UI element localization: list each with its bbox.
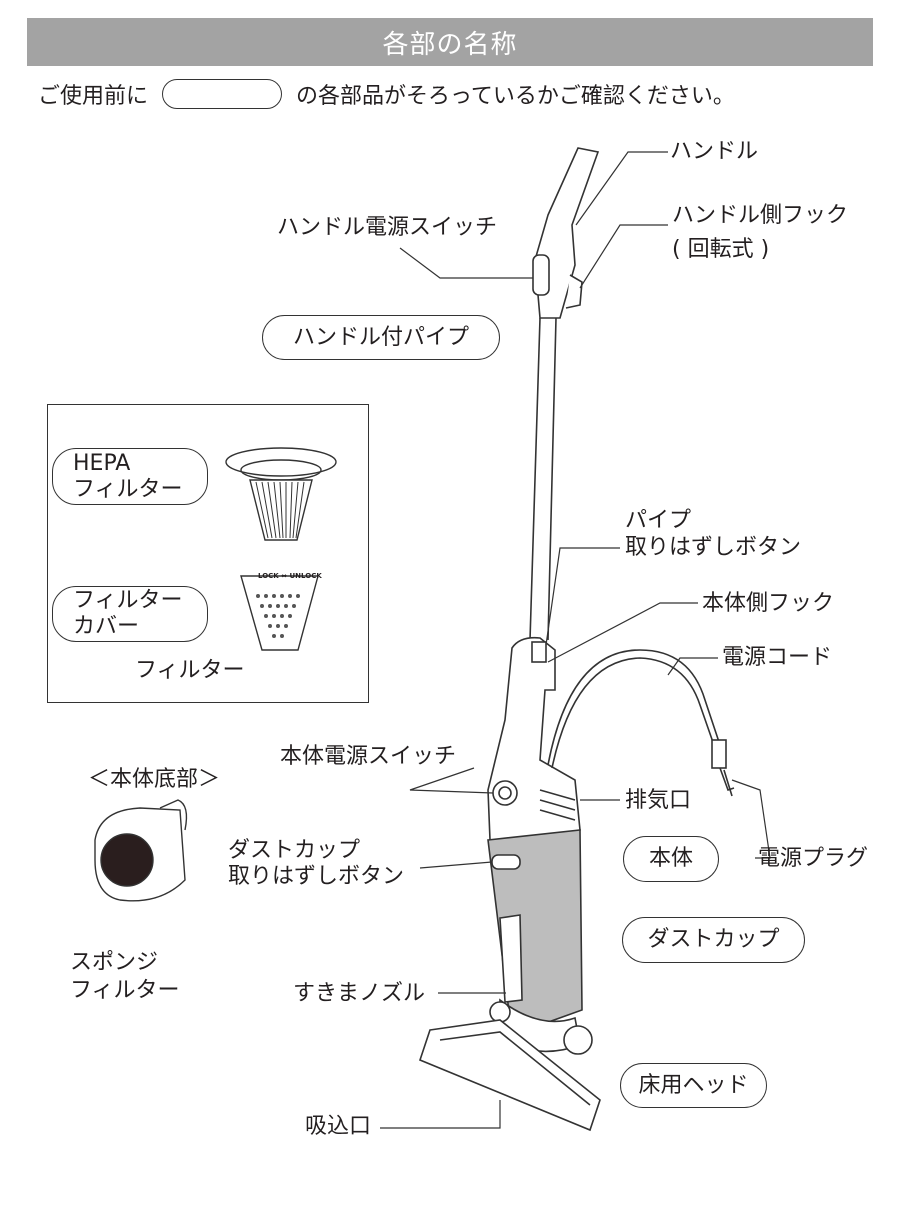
label-exhaust: 排気口 <box>625 788 692 813</box>
label-dustcup: ダストカップ <box>622 917 805 963</box>
pipe-drawing <box>529 317 557 641</box>
cover-lock-text: LOCK ⇔ UNLOCK <box>258 572 322 580</box>
label-body-power-switch: 本体電源スイッチ <box>280 744 457 769</box>
label-handle: ハンドル <box>670 139 759 164</box>
label-body-hook: 本体側フック <box>702 591 835 616</box>
pill-text: フィルター <box>73 588 183 613</box>
label-body-bottom-title: ＜本体底部＞ <box>88 767 221 792</box>
crevice-nozzle-drawing <box>499 914 523 1003</box>
label-pipe-release-1: パイプ <box>625 508 692 533</box>
label-handle-power-switch: ハンドル電源スイッチ <box>277 215 498 240</box>
intro-before: ご使用前に <box>38 84 149 109</box>
label-pipe-with-handle: ハンドル付パイプ <box>262 315 500 360</box>
pill-text: ダストカップ <box>647 927 780 952</box>
intro-text: ご使用前に の各部品がそろっているかご確認ください。 <box>38 78 735 110</box>
pill-text: 床用ヘッド <box>638 1072 749 1098</box>
pill-text: ハンドル付パイプ <box>292 324 469 350</box>
cord-drawing <box>547 649 721 766</box>
label-dustcup-release-1: ダストカップ <box>228 838 361 863</box>
label-power-cord: 電源コード <box>722 645 833 670</box>
label-sponge-2: フィルター <box>70 978 180 1003</box>
filter-box <box>47 404 369 703</box>
blank-pill-marker <box>162 79 283 109</box>
pill-text: HEPA <box>73 450 131 476</box>
label-handle-hook-note: ( 回転式 ) <box>672 237 770 262</box>
pill-text: 本体 <box>648 846 693 871</box>
label-pipe-release-2: 取りはずしボタン <box>625 535 802 560</box>
hepa-filter-drawing <box>225 447 337 477</box>
label-handle-hook: ハンドル側フック <box>672 203 849 228</box>
label-floor-head: 床用ヘッド <box>620 1063 767 1108</box>
sponge-filter-drawing <box>100 833 154 887</box>
label-body: 本体 <box>623 836 719 882</box>
pill-text: カバー <box>73 614 140 639</box>
label-sponge-1: スポンジ <box>70 950 159 975</box>
label-filter-caption: フィルター <box>135 658 245 683</box>
label-filter-cover: フィルターカバー <box>52 586 208 642</box>
filter-cover-drawing <box>240 575 319 651</box>
label-crevice-nozzle: すきまノズル <box>293 981 426 1006</box>
label-power-plug: 電源プラグ <box>758 846 869 871</box>
handle-switch-drawing <box>532 254 550 296</box>
label-suction-inlet: 吸込口 <box>305 1114 372 1139</box>
handle-hook-drawing <box>565 274 583 309</box>
label-dustcup-release-2: 取りはずしボタン <box>228 864 405 889</box>
lock-text: LOCK <box>258 572 279 580</box>
section-title: 各部の名称 <box>27 18 873 66</box>
unlock-text: UNLOCK <box>289 572 322 580</box>
intro-after: の各部品がそろっているかご確認ください。 <box>296 84 735 109</box>
floor-head-drawing <box>419 1019 601 1132</box>
pill-text: フィルター <box>73 476 183 502</box>
